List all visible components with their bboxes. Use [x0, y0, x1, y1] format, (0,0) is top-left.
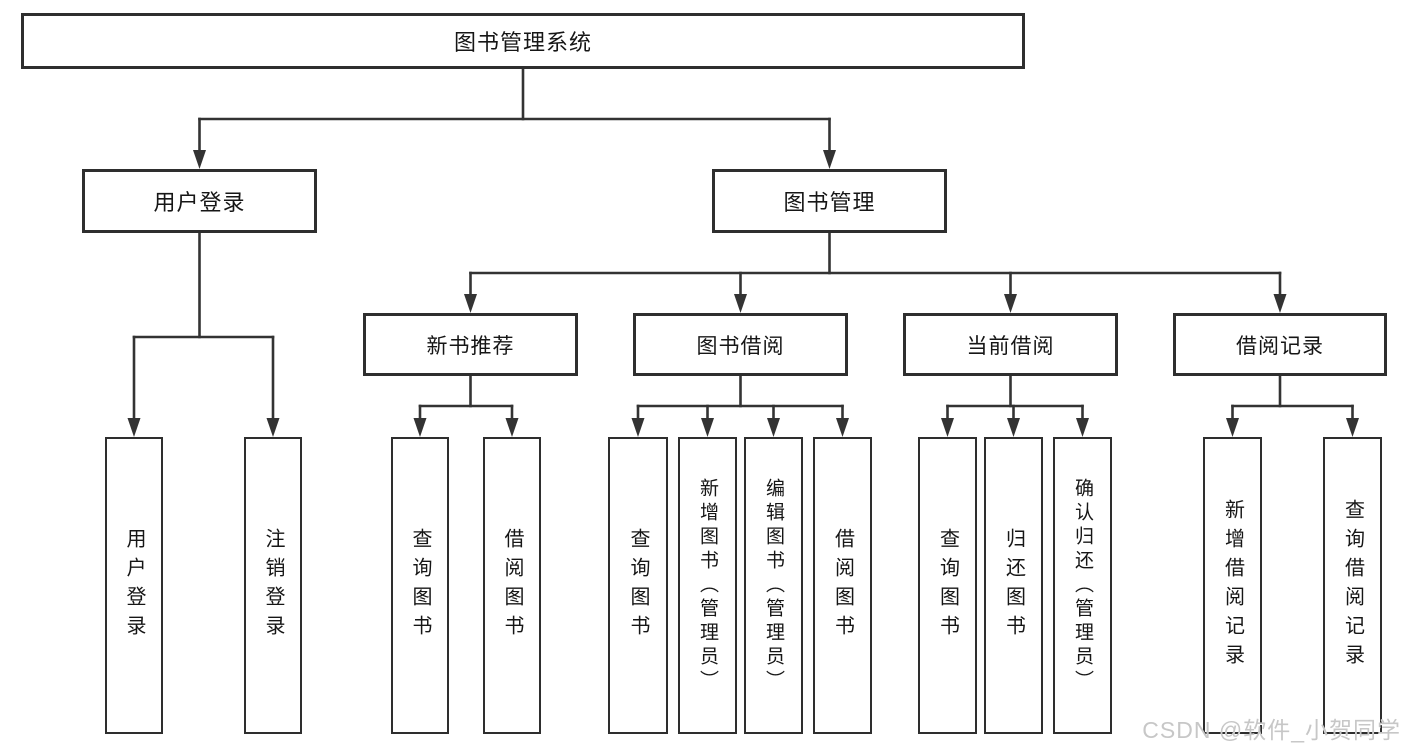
- node-user-login-branch: 用户登录: [82, 169, 317, 233]
- node-book-management-branch: 图书管理: [712, 169, 947, 233]
- leaf-borrow-books-recommend: 借阅图书: [483, 437, 541, 734]
- node-library-management-system: 图书管理系统: [21, 13, 1025, 69]
- leaf-query-books-borrow: 查询图书: [608, 437, 668, 734]
- node-borrowing-records: 借阅记录: [1173, 313, 1387, 376]
- leaf-query-borrow-record: 查询借阅记录: [1323, 437, 1382, 734]
- leaf-return-books: 归还图书: [984, 437, 1043, 734]
- leaf-borrow-books: 借阅图书: [813, 437, 872, 734]
- leaf-confirm-return-admin: 确认归还（管理员）: [1053, 437, 1112, 734]
- node-book-borrowing: 图书借阅: [633, 313, 848, 376]
- node-current-borrowing: 当前借阅: [903, 313, 1118, 376]
- leaf-query-books-recommend: 查询图书: [391, 437, 449, 734]
- leaf-query-books-current: 查询图书: [918, 437, 977, 734]
- leaf-user-login: 用户登录: [105, 437, 163, 734]
- leaf-add-books-admin: 新增图书（管理员）: [678, 437, 737, 734]
- node-new-book-recommendation: 新书推荐: [363, 313, 578, 376]
- leaf-add-borrow-record: 新增借阅记录: [1203, 437, 1262, 734]
- csdn-watermark: CSDN @软件_小贺同学: [1142, 717, 1401, 743]
- leaf-edit-books-admin: 编辑图书（管理员）: [744, 437, 803, 734]
- leaf-logout: 注销登录: [244, 437, 302, 734]
